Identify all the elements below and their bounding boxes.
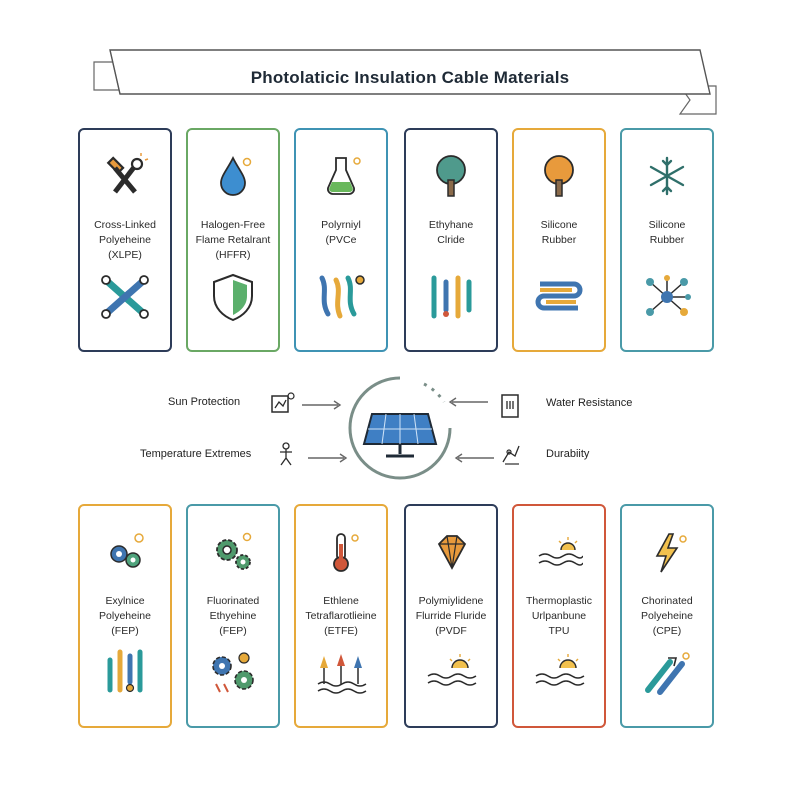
title-banner: Photolaticic Insulation Cable Materials [90, 46, 720, 116]
material-card-silicone-1: Silicone Rubber [512, 128, 606, 352]
material-card-hffr: Halogen-Free Flame Retalrant (HFFR) [186, 128, 280, 352]
benefit-durability: Durabiity [546, 448, 590, 460]
arrow-right [302, 400, 342, 410]
material-name: Ethyhane Clride [428, 219, 474, 246]
cable-strands-icon [319, 275, 365, 319]
material-card-xlpe: Cross-Linked Polyeheine (XLPE) [78, 128, 172, 352]
material-card-tpu: Thermoplastic Urlpanbune TPU [512, 504, 606, 728]
arrow-right [308, 453, 348, 463]
solar-panel-hub [348, 376, 452, 480]
diagonal-arrows-icon [645, 652, 690, 695]
arrow-left [448, 397, 488, 407]
material-name: Thermoplastic Urlpanbune TPU [526, 595, 592, 637]
material-card-exylnice: Exylnice Polyeheine (FEP) [78, 504, 172, 728]
sun-protection-icon [271, 392, 295, 413]
gears-sun-icon [110, 533, 144, 568]
material-card-cpe: Chorinated Polyeheine (CPE) [620, 504, 714, 728]
material-card-pvc: Polyrniyl (PVCe [294, 128, 388, 352]
benefit-temperature-extremes: Temperature Extremes [140, 448, 252, 460]
material-card-silicone-2: Silicone Rubber [620, 128, 714, 352]
tree-icon [436, 155, 466, 197]
arrow-left [454, 453, 494, 463]
orange-tree-icon [544, 155, 574, 197]
sun-waves-icon [427, 654, 477, 686]
crossed-molecule-icon [101, 275, 149, 319]
solar-panel-icon [362, 413, 438, 458]
material-name: Chorinated Polyeheine (CPE) [641, 595, 693, 637]
cable-pins-icon [431, 275, 472, 319]
material-name: Silicone Rubber [540, 219, 578, 246]
shield-icon [213, 273, 253, 322]
material-card-ethyhane: Ethyhane Clride [404, 128, 498, 352]
material-name: Silicone Rubber [648, 219, 686, 246]
sun-waves-icon [538, 537, 583, 566]
material-name: Fluorinated Ethyehine (FEP) [206, 595, 260, 637]
cable-bars-icon [107, 649, 143, 693]
material-name: Polyrniyl (PVCe [321, 219, 361, 246]
diamond-icon [437, 535, 467, 570]
benefit-water-resistance: Water Resistance [546, 397, 633, 409]
gears-icon [216, 532, 252, 570]
lightning-icon [655, 533, 687, 573]
water-drop-icon [220, 155, 252, 196]
material-card-etfe: Ethlene Tetraflarotlieine (ETFE) [294, 504, 388, 728]
material-card-fluorinated: Fluorinated Ethyehine (FEP) [186, 504, 280, 728]
coiled-cable-icon [535, 281, 583, 311]
material-name: Cross-Linked Polyeheine (XLPE) [94, 219, 156, 261]
water-resistance-icon [501, 394, 519, 418]
sun-waves-icon [535, 654, 585, 686]
material-name: Ethlene Tetraflarotlieine (ETFE) [305, 595, 377, 637]
durability-icon [502, 445, 520, 465]
snowflake-icon [649, 156, 685, 196]
material-name: Halogen-Free Flame Retalrant (HFFR) [195, 219, 271, 261]
material-card-pvdf: Polymiylidene Flurride Fluride (PVDF [404, 504, 498, 728]
page-title: Photolaticic Insulation Cable Materials [250, 68, 570, 87]
flask-icon [327, 157, 361, 195]
heat-waves-icon [317, 654, 367, 694]
molecule-network-icon [646, 275, 691, 316]
gears-cluster-icon [212, 652, 254, 693]
material-name: Polymiylidene Flurride Fluride (PVDF [415, 595, 487, 637]
material-name: Exylnice Polyeheine (FEP) [99, 595, 151, 637]
temperature-person-icon [280, 442, 292, 466]
benefit-sun-protection: Sun Protection [168, 396, 241, 408]
thermometer-icon [333, 533, 359, 572]
hammer-wrench-icon [106, 153, 149, 194]
